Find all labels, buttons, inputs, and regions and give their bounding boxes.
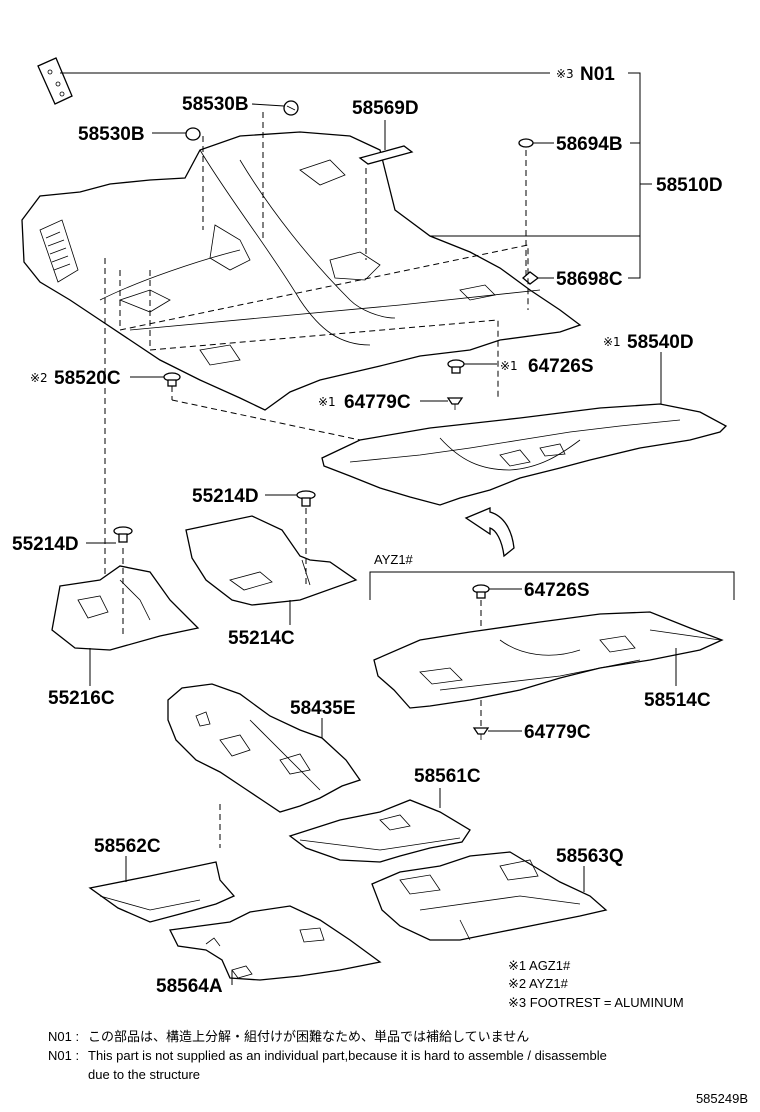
callout-64779c: 64779C [524,722,591,743]
clip-64726s [472,584,490,599]
callout-58694b: 58694B [556,134,623,155]
callout-58563q: 58563Q [556,846,624,867]
note-en-cont: due to the structure [88,1067,201,1082]
mat-58561c [288,799,471,863]
mat-55214c [185,515,358,606]
callout-58514c: 58514C [644,690,711,711]
mark-3: ※3 [556,67,574,81]
mark-1-58540d: ※1 [603,335,621,349]
callout-58540d: 58540D [627,332,694,353]
clip-64779c-agz [446,397,464,410]
clip-58520c [163,372,181,387]
callout-58530b: 58530B [78,124,145,145]
callout-58435e: 58435E [290,698,356,719]
callout-58564a: 58564A [156,976,223,997]
mat-58564a [169,905,382,981]
callout-55216c: 55216C [48,688,115,709]
note-label-en: N01 : [48,1048,80,1063]
legend-ayz1: ※2 AYZ1# [508,976,569,991]
pad-58569d [358,145,414,165]
callout-n01: N01 [580,64,615,85]
callout-64726s-agz: 64726S [528,356,594,377]
clip-64779c [472,727,490,740]
callout-58530b-top: 58530B [182,94,249,115]
callout-58698c: 58698C [556,269,623,290]
callout-58569d: 58569D [352,98,419,119]
callout-58562c: 58562C [94,836,161,857]
legend-agz1: ※1 AGZ1# [508,958,571,973]
clip-58530b-top [283,100,299,116]
callout-58561c: 58561C [414,766,481,787]
callout-64779c-agz: 64779C [344,392,411,413]
clip-58530b [185,127,201,141]
mat-58563q [371,851,608,941]
legend-footrest: ※3 FOOTREST = ALUMINUM [508,995,684,1010]
ayz-group-bracket [369,571,735,600]
group-label-ayz1: AYZ1# [374,552,414,567]
drawing-number: 585249B [695,1091,748,1106]
footrest-part [37,57,73,105]
callout-55214d-left: 55214D [12,534,79,555]
clip-55214d-mid [296,490,316,507]
clip-58694b [518,138,534,148]
carpet-58510d [21,131,582,411]
clip-58698c [522,271,540,285]
clip-55214d-left [113,526,133,543]
clip-64726s-agz [447,359,465,374]
carpet-58514c [373,611,724,709]
mark-1-64779c: ※1 [318,395,336,409]
mark-1-64726s: ※1 [500,359,518,373]
callout-58520c: 58520C [54,368,121,389]
bracket-58510d [628,72,641,279]
callout-55214d-mid: 55214D [192,486,259,507]
mark-2-58520c: ※2 [30,371,48,385]
note-jp: N01 : この部品は、構造上分解・組付けが困難なため、単品では補給していません [48,1027,748,1046]
note-en-text: This part is not supplied as an individu… [88,1048,607,1063]
note-jp-text: この部品は、構造上分解・組付けが困難なため、単品では補給していません [88,1029,530,1044]
note-label-jp: N01 : [48,1029,80,1044]
direction-arrow [464,507,515,558]
callout-55214c: 55214C [228,628,295,649]
insulator-58435e [167,683,362,813]
mat-58562c [88,861,236,923]
callout-58510d: 58510D [656,175,723,196]
mat-55216c [51,565,200,651]
callout-64726s: 64726S [524,580,590,601]
note-en: N01 : This part is not supplied as an ind… [48,1046,748,1065]
carpet-58540d [321,403,728,506]
notes-block: N01 :この部品は、構造上分解・組付けが困難なため、単品では補給していません … [48,1027,748,1084]
